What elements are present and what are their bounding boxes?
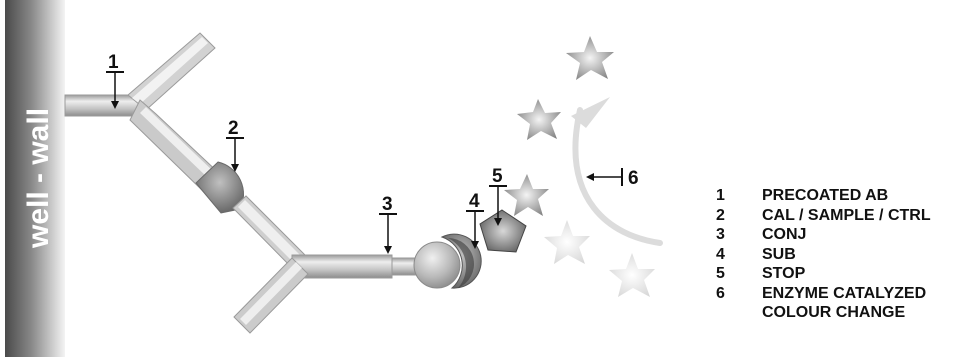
star-1 (566, 36, 614, 80)
legend-number: 4 (716, 245, 725, 263)
enzyme-ball (413, 241, 461, 289)
marker-6: 6 (586, 168, 639, 189)
marker-1: 1 (106, 52, 124, 109)
legend-text: PRECOATED AB (762, 187, 889, 204)
star-5 (609, 253, 655, 297)
legend-number: 5 (716, 265, 725, 282)
legend-continuation: COLOUR CHANGE (762, 304, 906, 321)
legend-text: CAL / SAMPLE / CTRL (762, 206, 931, 224)
marker-3: 3 (379, 194, 397, 254)
legend: 1 PRECOATED AB 2 CAL / SAMPLE / CTRL 3 C… (716, 186, 956, 323)
legend-number: 6 (716, 284, 725, 302)
conjugate-antibody (232, 195, 393, 334)
legend-number: 1 (716, 187, 725, 204)
capture-antibody (64, 32, 223, 194)
svg-text:3: 3 (382, 194, 393, 215)
legend-text: ENZYME CATALYZED (762, 284, 927, 302)
legend-item: 6 ENZYME CATALYZED (716, 284, 956, 304)
marker-5: 5 (489, 166, 507, 226)
svg-text:6: 6 (628, 168, 639, 189)
marker-4: 4 (466, 191, 484, 249)
stars (504, 36, 655, 297)
well-wall-label: well - wall (22, 108, 55, 249)
legend-item: 4 SUB (716, 245, 956, 265)
marker-2: 2 (226, 118, 244, 172)
svg-text:4: 4 (469, 191, 480, 212)
svg-text:5: 5 (492, 166, 503, 187)
colour-change-arrow (572, 107, 663, 246)
svg-text:1: 1 (108, 52, 119, 73)
well-wall (5, 0, 65, 357)
legend-number: 2 (716, 206, 725, 224)
colour-change-arrowhead (571, 97, 610, 128)
legend-number: 3 (716, 226, 725, 243)
legend-text: SUB (762, 245, 796, 263)
legend-text: STOP (762, 265, 806, 282)
star-3 (504, 174, 549, 216)
legend-item: 5 STOP (716, 264, 956, 284)
legend-item: 3 CONJ (716, 225, 956, 245)
legend-text: CONJ (762, 226, 807, 243)
stop-pentagon (479, 209, 527, 253)
star-2 (517, 99, 561, 140)
star-4 (544, 220, 590, 264)
legend-item: 1 PRECOATED AB (716, 186, 956, 206)
legend-item: 2 CAL / SAMPLE / CTRL (716, 206, 956, 226)
svg-text:2: 2 (228, 118, 239, 139)
